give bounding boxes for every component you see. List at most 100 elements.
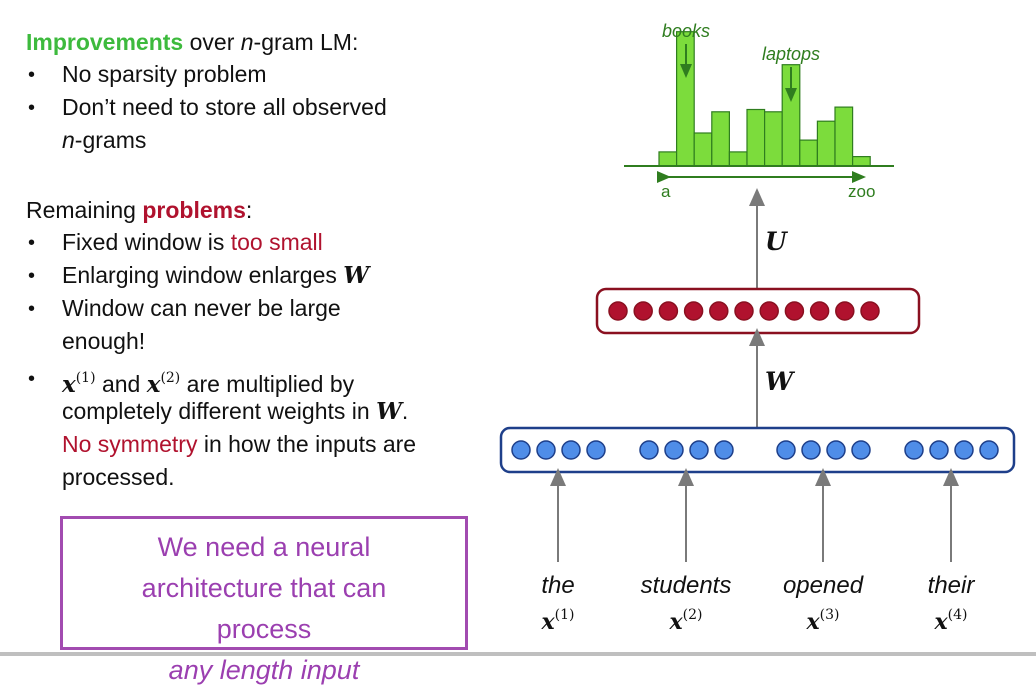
- hist-bar: [658, 151, 678, 167]
- heading-text: Remaining: [26, 197, 143, 223]
- hidden-units: [608, 301, 880, 321]
- input-unit: [929, 440, 949, 460]
- hidden-unit: [860, 301, 880, 321]
- bottom-border: [0, 652, 1036, 656]
- input-unit: [639, 440, 659, 460]
- hist-bar: [816, 120, 836, 167]
- too-small-text: too small: [230, 229, 323, 255]
- improvement-item-1: No sparsity problem: [62, 61, 267, 87]
- x-vector-3: x(3): [743, 607, 903, 635]
- hidden-unit: [759, 301, 779, 321]
- n-italic: n: [62, 127, 75, 153]
- problem-text: Fixed window is: [62, 229, 231, 255]
- problem-text: and: [95, 371, 147, 397]
- superscript: (2): [160, 370, 181, 386]
- bullet-dot: •: [28, 298, 36, 320]
- x-vector-1: x(1): [478, 607, 638, 635]
- problem-item-3-line1: Window can never be large: [62, 295, 341, 321]
- input-unit: [511, 440, 531, 460]
- word-label-3: opened: [782, 572, 864, 599]
- bullet-dot: •: [28, 64, 36, 86]
- problem-text: completely different weights in: [62, 398, 377, 424]
- input-units: [511, 440, 999, 460]
- x-symbol: x: [541, 609, 555, 635]
- hidden-unit: [608, 301, 628, 321]
- callout-text: process: [216, 614, 312, 644]
- superscript: (2): [682, 607, 703, 623]
- superscript: (4): [947, 607, 968, 623]
- network-diagram: a zoo books laptops U W: [499, 21, 1016, 562]
- callout-emphasis: any length input: [168, 655, 360, 685]
- input-unit: [851, 440, 871, 460]
- w-symbol: W: [343, 262, 370, 289]
- ngrams-text: -grams: [74, 127, 147, 153]
- u-matrix-label: U: [765, 227, 789, 256]
- problem-text: .: [401, 398, 409, 424]
- bullet-dot: •: [28, 97, 36, 119]
- x-symbol: x: [62, 371, 76, 398]
- hidden-unit: [658, 301, 679, 321]
- x-symbol: x: [669, 609, 683, 635]
- superscript: (1): [554, 607, 575, 623]
- input-unit: [664, 440, 684, 460]
- problem-item-2: Enlarging window enlarges W: [62, 259, 369, 292]
- heading-text: -gram LM:: [253, 29, 359, 55]
- w-symbol: W: [376, 398, 402, 425]
- hidden-unit: [633, 301, 653, 321]
- hidden-unit: [734, 301, 754, 321]
- heading-text: over: [183, 29, 241, 55]
- hist-bar: [851, 156, 871, 167]
- input-unit: [561, 440, 581, 460]
- x-symbol: x: [934, 609, 948, 635]
- improvements-heading: Improvements over n-gram LM:: [26, 26, 358, 59]
- hidden-unit: [683, 301, 704, 321]
- x-symbol: x: [146, 371, 161, 398]
- word-label-4: their: [927, 572, 975, 599]
- superscript: (1): [75, 370, 96, 386]
- x-vector-2: x(2): [606, 607, 766, 635]
- hidden-unit: [709, 301, 729, 321]
- problem-text: in how the inputs are: [197, 431, 417, 457]
- n-italic: n: [240, 29, 254, 55]
- hist-bar: [834, 106, 854, 167]
- problem-item-4-line1: x(1) and x(2) are multiplied by: [62, 362, 354, 401]
- input-unit: [586, 440, 606, 460]
- x-vector-4: x(4): [871, 607, 1031, 635]
- vocab-end-label: zoo: [848, 182, 875, 201]
- input-unit: [979, 440, 999, 460]
- input-unit: [689, 440, 709, 460]
- hist-bar: [763, 111, 783, 167]
- problem-item-1: Fixed window is too small: [62, 226, 323, 259]
- problems-heading: Remaining problems:: [26, 194, 252, 227]
- laptops-label: laptops: [762, 44, 820, 64]
- hidden-unit: [809, 301, 830, 321]
- problems-word: problems: [142, 197, 246, 223]
- callout-line: We need a neural: [157, 532, 371, 562]
- hist-bar: [799, 139, 818, 167]
- callout-line: architecture that can: [141, 573, 387, 603]
- hist-bar: [746, 108, 766, 167]
- input-unit: [714, 440, 734, 460]
- problem-item-3-line2: enough!: [62, 328, 146, 354]
- hist-bar: [693, 132, 713, 167]
- word-label-1: the: [541, 572, 575, 599]
- superscript: (3): [819, 607, 840, 623]
- hist-bar: [728, 151, 748, 167]
- bullet-dot: •: [28, 368, 36, 390]
- input-unit: [536, 440, 556, 460]
- input-unit: [801, 440, 821, 460]
- x-symbol: x: [806, 609, 820, 635]
- problem-text: are multiplied by: [180, 371, 355, 397]
- hidden-unit: [784, 301, 805, 321]
- input-layer-box: [499, 426, 1016, 474]
- improvement-item-2-line2: n-grams: [62, 124, 146, 157]
- problem-item-4-line2: completely different weights in W.: [62, 395, 408, 428]
- hidden-unit: [835, 301, 855, 321]
- improvements-word: Improvements: [26, 29, 184, 55]
- word-label-2: students: [640, 572, 732, 599]
- w-matrix-label: W: [765, 367, 796, 396]
- heading-text: :: [245, 197, 253, 223]
- bullet-dot: •: [28, 232, 36, 254]
- problem-item-4-line3: No symmetry in how the inputs are: [62, 428, 416, 461]
- input-unit: [904, 440, 924, 460]
